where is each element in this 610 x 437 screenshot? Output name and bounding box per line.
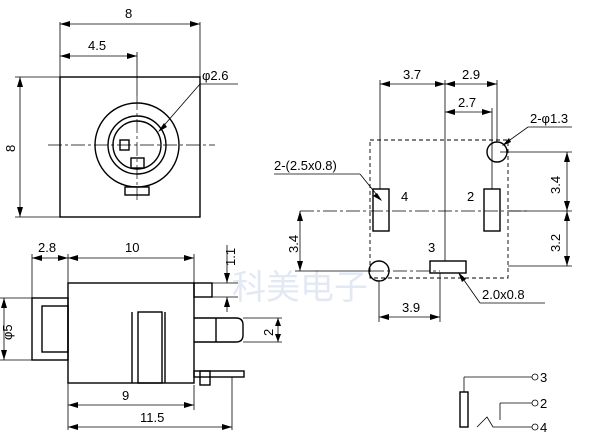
footprint-view: 4 2 3 3.7 2.9 2.7 2-φ1.3 2-(2.5x0.8): [274, 67, 572, 322]
side-view-pin: [194, 317, 244, 343]
dim-pin-offset: 2.8: [38, 240, 56, 255]
side-view-body: [67, 282, 195, 384]
schematic-terminal-3: [531, 373, 539, 381]
side-view-terminal-mid: [199, 370, 211, 386]
dim-hole-diameter: φ2.6: [202, 68, 229, 83]
dim-base-length: 9: [122, 388, 129, 403]
side-view-terminal-right: [193, 370, 245, 378]
schematic-terminal-2: [531, 399, 539, 407]
schematic: 3 2 4: [459, 370, 547, 435]
top-view-body: [59, 76, 201, 218]
dim-span-left: 3.7: [403, 67, 421, 82]
dim-body-length: 10: [125, 240, 139, 255]
dim-span-right: 2.9: [462, 67, 480, 82]
dim-pin-height: 2: [261, 329, 276, 336]
dim-center-width: 4.5: [88, 38, 106, 53]
schematic-pin-3-label: 3: [540, 370, 547, 385]
slot-pin-2: [483, 188, 501, 232]
schematic-wire-4: [476, 416, 532, 428]
schematic-terminal-4: [531, 423, 539, 431]
jack-middle-circle: [107, 115, 167, 175]
side-view: 2.8 10 1.1 φ5 2 9: [0, 240, 282, 430]
footprint-pin-3-label: 3: [428, 240, 435, 255]
dim-plug-diameter: φ5: [0, 324, 15, 340]
schematic-sleeve: [459, 391, 469, 428]
dim-pad-size: 2.0x0.8: [482, 287, 525, 302]
slot-pin-4: [372, 188, 390, 232]
jack-contact-left: [119, 139, 130, 151]
dim-mount-hole: 2-φ1.3: [530, 111, 568, 126]
pad-pin-3: [429, 260, 467, 274]
dim-right-lower: 3.2: [548, 234, 563, 252]
dim-top-height: 8: [3, 145, 18, 152]
dim-bottom-span: 3.9: [402, 300, 420, 315]
jack-inner-circle: [112, 120, 162, 170]
footprint-pin-2-label: 2: [467, 189, 474, 204]
side-view-top-tab: [193, 282, 213, 298]
top-view: 8 4.5 8 φ2.6: [3, 6, 238, 218]
side-view-plug: [31, 297, 69, 361]
schematic-pin-4-label: 4: [540, 420, 547, 435]
footprint-outline: [369, 139, 509, 279]
dim-top-width: 8: [125, 6, 132, 21]
watermark: 科美电子: [232, 269, 368, 307]
dim-span-inner: 2.7: [458, 95, 476, 110]
hole-leader-line: [159, 83, 201, 131]
side-view-insert: [137, 311, 163, 384]
jack-lower-tab: [124, 186, 150, 196]
dim-slot-size: 2-(2.5x0.8): [274, 158, 337, 173]
dim-tab-height: 1.1: [223, 248, 238, 266]
side-view-plug-inner: [41, 305, 69, 353]
dim-right-upper: 3.4: [548, 176, 563, 194]
dim-total-length: 11.5: [140, 410, 164, 425]
dim-left-height: 3.4: [286, 235, 301, 253]
footprint-pin-4-label: 4: [401, 189, 408, 204]
schematic-pin-2-label: 2: [540, 396, 547, 411]
jack-contact-bottom: [130, 157, 145, 169]
